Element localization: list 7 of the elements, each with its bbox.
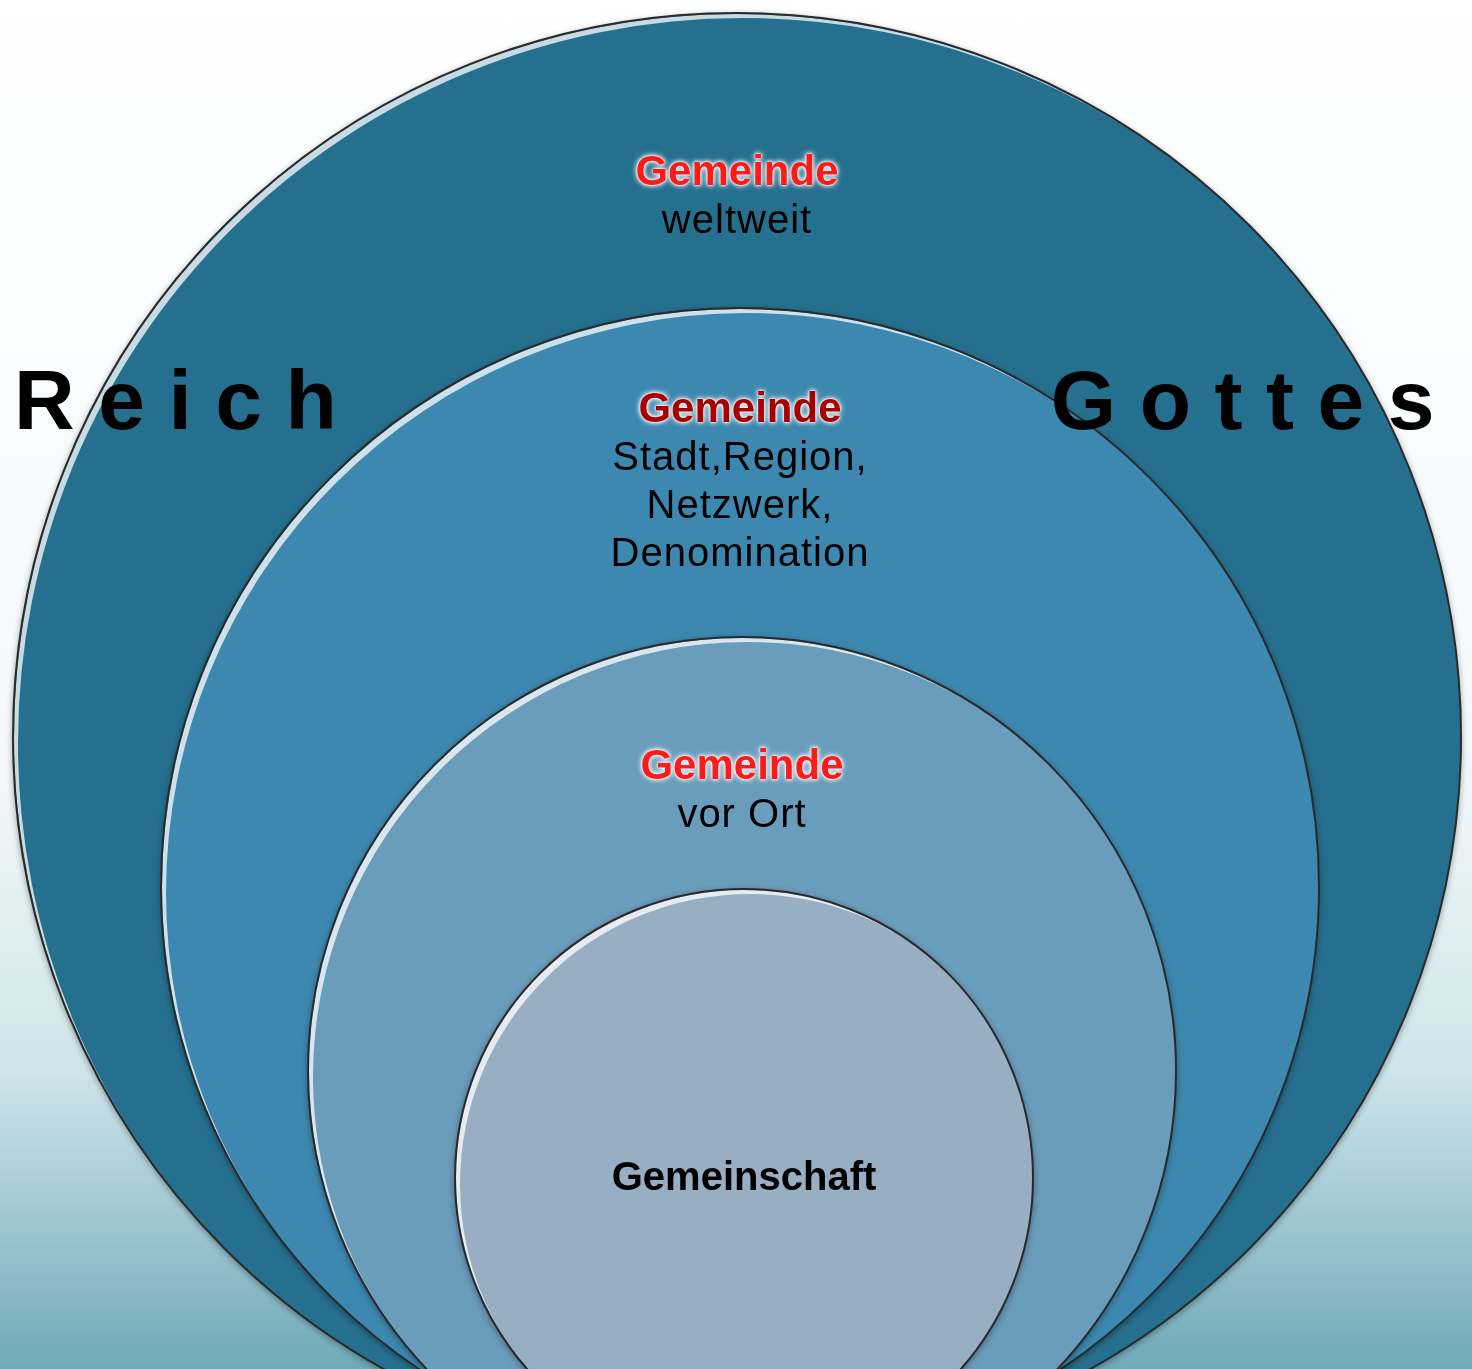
circle-heading: Gemeinde [640,741,844,789]
circle-label: Gemeinschaft [611,1153,877,1200]
circle-text: Stadt,Region, Netzwerk, Denomination [609,433,871,576]
circle-text: weltweit [661,196,813,243]
circle-heading: Gemeinde [638,384,842,432]
circle-text: vor Ort [677,790,807,837]
circle-heading: Gemeinde [635,147,839,195]
